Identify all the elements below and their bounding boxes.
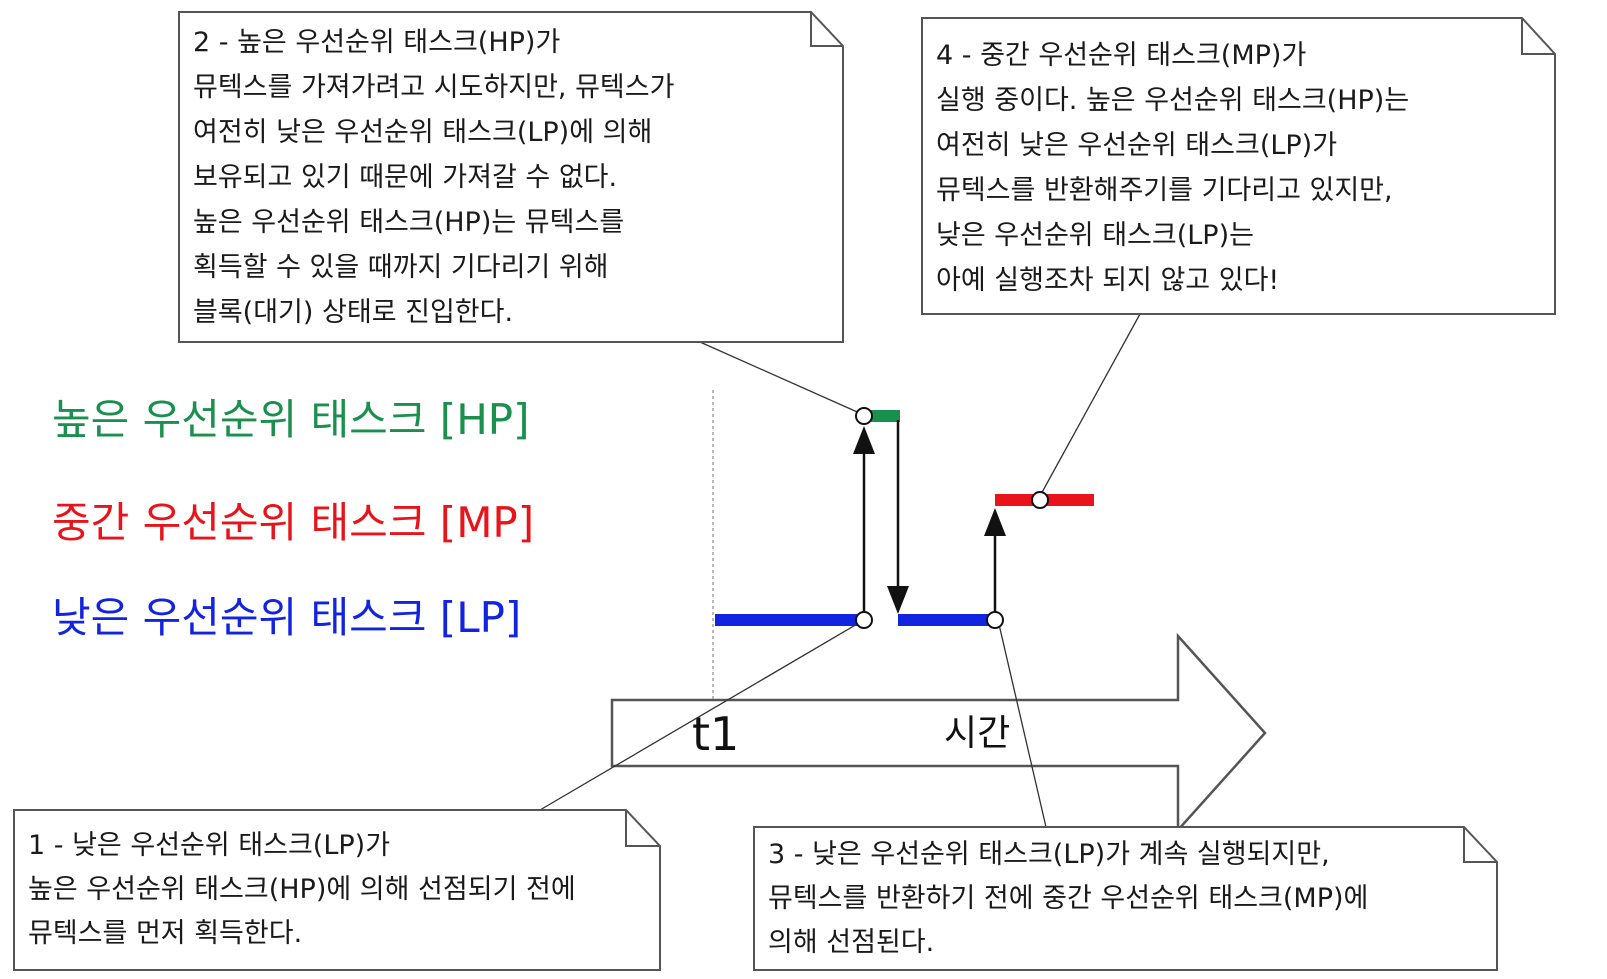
note-2-fold xyxy=(810,12,843,47)
note-1-line-3: 뮤텍스를 먼저 획득한다. xyxy=(28,918,302,949)
note-3-fold xyxy=(1463,827,1497,863)
leader-line-note4 xyxy=(1039,313,1141,497)
event-circle-hp-block xyxy=(855,407,873,425)
note-1-fold xyxy=(625,810,660,847)
note-4-line-6: 아예 실행조차 되지 않고 있다! xyxy=(936,265,1279,296)
note-1-line-2: 높은 우선순위 태스크(HP)에 의해 선점되기 전에 xyxy=(28,874,576,905)
note-4-line-4: 뮤텍스를 반환해주기를 기다리고 있지만, xyxy=(936,175,1393,206)
note-2-line-6: 획득할 수 있을 때까지 기다리기 위해 xyxy=(193,252,609,283)
note-4-box xyxy=(921,17,1556,315)
note-4-line-1: 4 - 중간 우선순위 태스크(MP)가 xyxy=(936,40,1306,71)
note-2-line-3: 여전히 낮은 우선순위 태스크(LP)에 의해 xyxy=(193,117,652,148)
note-1-callout: 1 - 낮은 우선순위 태스크(LP)가 높은 우선순위 태스크(HP)에 의해… xyxy=(13,809,661,971)
event-circle-lp-preempt xyxy=(855,611,873,629)
note-4-line-5: 낮은 우선순위 태스크(LP)는 xyxy=(936,220,1254,251)
lp-to-hp-arrowhead xyxy=(853,426,875,454)
leader-line-note2 xyxy=(699,341,865,416)
note-3-box xyxy=(753,826,1498,971)
note-2-line-4: 보유되고 있기 때문에 가져갈 수 없다. xyxy=(193,162,617,193)
mp-task-label: 중간 우선순위 태스크 [MP] xyxy=(52,498,534,547)
event-circle-mp-preempt xyxy=(986,611,1004,629)
hp-task-label: 높은 우선순위 태스크 [HP] xyxy=(52,395,530,444)
lp-task-label: 낮은 우선순위 태스크 [LP] xyxy=(52,593,521,642)
note-3-line-1: 3 - 낮은 우선순위 태스크(LP)가 계속 실행되지만, xyxy=(768,839,1330,870)
hp-to-lp-arrowhead xyxy=(887,586,909,614)
event-circle-mp-running xyxy=(1031,491,1049,509)
t1-label: t1 xyxy=(692,707,739,761)
note-3-callout: 3 - 낮은 우선순위 태스크(LP)가 계속 실행되지만, 뮤텍스를 반환하기… xyxy=(753,826,1498,971)
note-4-line-3: 여전히 낮은 우선순위 태스크(LP)가 xyxy=(936,130,1337,161)
note-2-line-5: 높은 우선순위 태스크(HP)는 뮤텍스를 xyxy=(193,207,624,238)
note-2-line-1: 2 - 높은 우선순위 태스크(HP)가 xyxy=(193,27,560,58)
note-4-callout: 4 - 중간 우선순위 태스크(MP)가 실행 중이다. 높은 우선순위 태스크… xyxy=(921,17,1556,315)
leader-line-note1 xyxy=(539,619,865,811)
note-3-line-3: 의해 선점된다. xyxy=(768,927,934,958)
lp-to-mp-arrowhead xyxy=(984,508,1006,536)
leader-line-note3 xyxy=(997,619,1047,828)
note-2-callout: 2 - 높은 우선순위 태스크(HP)가 뮤텍스를 가져가려고 시도하지만, 뮤… xyxy=(178,11,844,343)
note-1-line-1: 1 - 낮은 우선순위 태스크(LP)가 xyxy=(28,830,390,861)
note-4-line-2: 실행 중이다. 높은 우선순위 태스크(HP)는 xyxy=(936,85,1409,116)
time-label: 시간 xyxy=(944,713,1010,754)
note-1-box xyxy=(13,809,661,971)
note-2-line-7: 블록(대기) 상태로 진입한다. xyxy=(193,297,513,328)
note-2-line-2: 뮤텍스를 가져가려고 시도하지만, 뮤텍스가 xyxy=(193,72,674,103)
note-3-line-2: 뮤텍스를 반환하기 전에 중간 우선순위 태스크(MP)에 xyxy=(768,883,1368,914)
note-4-fold xyxy=(1521,18,1555,55)
note-2-box xyxy=(178,11,844,343)
time-axis-arrow xyxy=(610,632,1267,834)
